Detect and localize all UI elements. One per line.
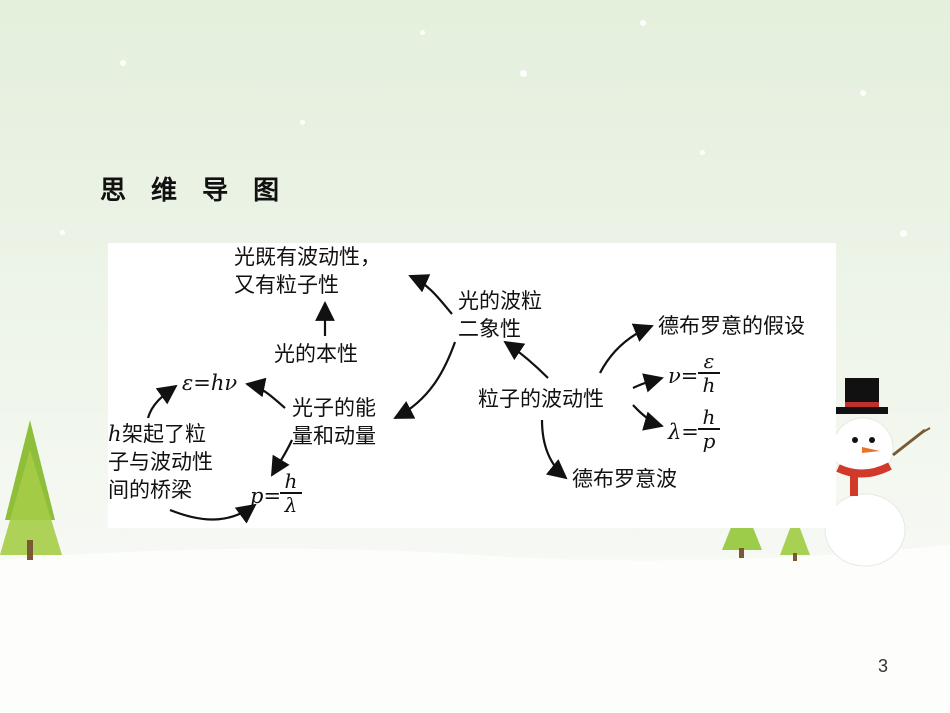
node-particle-wave: 粒子的波动性 [478,387,604,411]
arrow-particle-to-debroglie-wave [540,419,568,480]
h-bridge-text: 架起了粒 子与波动性 间的桥梁 [108,422,213,502]
node-debroglie-wave: 德布罗意波 [572,467,677,491]
arrow-h-to-p [169,503,257,524]
node-light-duality: 光的波粒 二象性 [458,289,542,341]
node-photon-energy: 光子的能 量和动量 [292,396,376,448]
arrow-particle-to-duality [503,340,549,379]
node-light-nature: 光的本性 [274,342,358,366]
snowflake [700,150,705,155]
formula-p-lhs: p= [250,484,282,508]
p-numerator: h [280,470,302,494]
snowman-icon [824,378,931,567]
h-symbol: h [108,422,122,446]
formula-lambda-fraction: h p [698,406,720,452]
lambda-denominator: p [702,429,716,453]
formula-lambda-lhs: λ= [668,420,699,444]
arrow-particle-to-hypothesis [599,323,654,374]
slide-title: 思 维 导 图 [100,176,288,206]
arrow-duality-to-wave-particle [408,274,453,315]
snowflake [60,230,65,235]
mindmap-panel [108,243,836,528]
snowflake [520,70,527,77]
arrow-photon-to-p [270,439,293,477]
lambda-numerator: h [698,406,720,430]
nu-numerator: ε [698,350,720,374]
formula-nu-fraction: ε h [698,350,720,396]
snowflake [420,30,425,35]
page-number: 3 [878,656,889,676]
p-denominator: λ [284,493,298,517]
tree-left-icon [0,420,62,560]
formula-epsilon: ε=hν [182,371,238,395]
nu-denominator: h [702,373,716,397]
snowflake [860,90,866,96]
snowflake [640,20,646,26]
snowflake [900,230,907,237]
node-wave-particle: 光既有波动性， 又有粒子性 [234,245,381,297]
node-h-bridge: h 架起了粒 子与波动性 间的桥梁 [108,420,213,504]
arrow-h-to-epsilon [146,384,178,419]
formula-p-fraction: h λ [280,470,302,516]
arrow-particle-to-nu [632,373,664,393]
node-debroglie-hypothesis: 德布罗意的假设 [658,314,805,338]
formula-nu-lhs: ν= [668,364,699,388]
snowflake [120,60,126,66]
arrow-photon-to-epsilon [245,377,286,409]
snow-ground [0,545,950,713]
snowflake [300,120,305,125]
arrow-particle-to-lambda [632,404,664,431]
arrow-duality-to-photon [393,341,457,419]
